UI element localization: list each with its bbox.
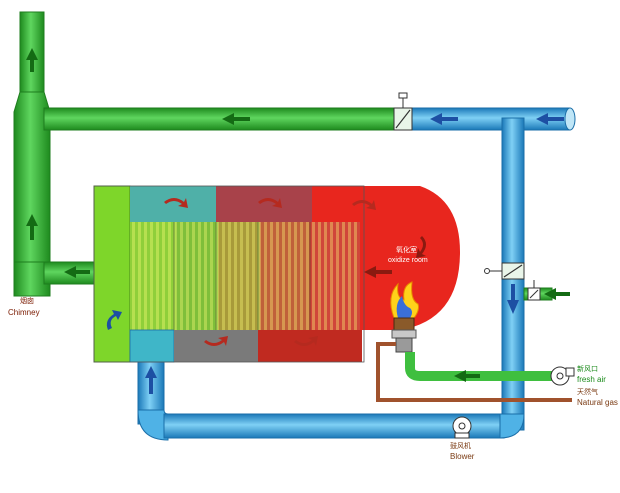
swirl-arrow-icon <box>204 336 228 346</box>
fresh-air-label-en: fresh air <box>577 375 606 384</box>
arrow-left-icon <box>544 288 570 300</box>
side-valve <box>484 262 541 301</box>
swirl-arrow-icon <box>416 236 426 258</box>
blower-label-cn: 鼓风机 <box>450 443 471 450</box>
fresh-air-line <box>405 352 560 381</box>
arrow-up-icon <box>26 48 38 72</box>
oxidation-room-label-cn: 氧化室 <box>396 247 417 254</box>
top-valve <box>393 92 413 131</box>
swirl-arrow-icon <box>352 200 376 210</box>
arrow-left-icon <box>64 266 90 278</box>
natural-gas-label-en: Natural gas <box>577 398 618 407</box>
swirl-arrow-icon <box>106 310 122 330</box>
natural-gas-label-cn: 天然气 <box>577 389 598 396</box>
burner <box>390 281 419 353</box>
chimney-label-cn: 烟囱 <box>20 298 34 305</box>
arrow-left-icon <box>364 266 392 278</box>
swirl-arrow-icon <box>258 198 282 208</box>
arrow-up-icon <box>26 214 38 240</box>
arrow-left-icon <box>536 113 564 125</box>
fresh-air-label-cn: 新风口 <box>577 366 598 373</box>
gas-line <box>376 342 572 402</box>
arrow-up-icon <box>145 366 157 394</box>
oxidation-room-label-en: oxidize room <box>388 257 428 264</box>
arrow-left-icon <box>222 113 250 125</box>
rto-body <box>93 185 460 363</box>
chimney-label-en: Chimney <box>8 308 40 317</box>
swirl-arrow-icon <box>294 336 318 346</box>
arrow-down-icon <box>507 284 519 314</box>
flow-arrows <box>26 48 570 394</box>
arrow-left-icon <box>454 370 480 382</box>
swirl-arrow-icon <box>164 198 188 208</box>
blower-label-en: Blower <box>450 452 475 461</box>
chimney <box>13 11 51 297</box>
fresh-air-blower <box>550 366 575 386</box>
main-blower <box>452 416 472 439</box>
arrow-left-icon <box>430 113 458 125</box>
